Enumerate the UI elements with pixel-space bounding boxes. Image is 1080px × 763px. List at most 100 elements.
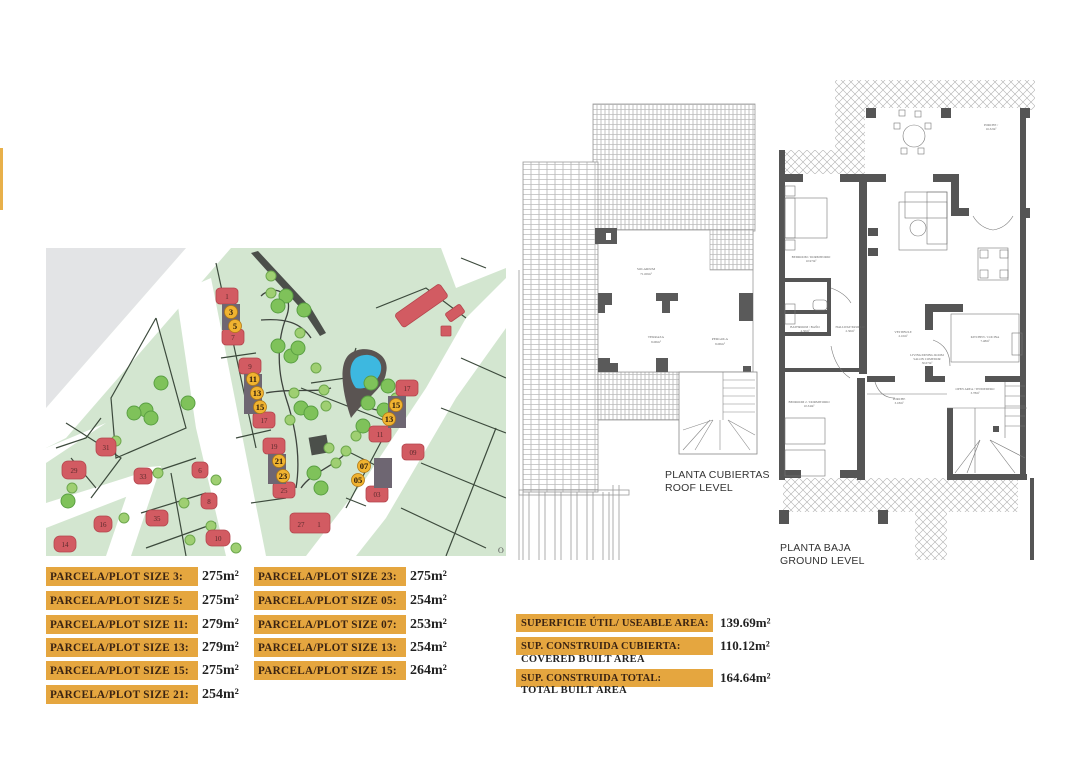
plot-size-value: 254m² bbox=[410, 592, 447, 608]
svg-text:23: 23 bbox=[279, 471, 288, 481]
plot-size-value: 279m² bbox=[202, 639, 239, 655]
svg-text:03: 03 bbox=[374, 491, 382, 499]
svg-text:33: 33 bbox=[140, 473, 148, 481]
roof-title-es: PLANTA CUBIERTAS bbox=[665, 469, 770, 481]
plot-size-label: PARCELA/PLOT SIZE 07: bbox=[254, 615, 406, 634]
useable-area-value: 139.69m² bbox=[720, 615, 771, 630]
svg-text:71.00m²: 71.00m² bbox=[640, 272, 652, 276]
plot-size-label: PARCELA/PLOT SIZE 15: bbox=[46, 661, 198, 680]
plot-size-value: 275m² bbox=[202, 662, 239, 678]
svg-text:10.97m²: 10.97m² bbox=[806, 259, 817, 263]
plot-size-value: 253m² bbox=[410, 616, 447, 632]
svg-text:9.00m²: 9.00m² bbox=[651, 340, 661, 344]
svg-text:1: 1 bbox=[317, 521, 321, 529]
plot-size-value: 264m² bbox=[410, 662, 447, 678]
svg-text:10.34m²: 10.34m² bbox=[804, 404, 815, 408]
roof-title-en: ROOF LEVEL bbox=[665, 482, 733, 494]
plot-size-row: PARCELA/PLOT SIZE 5: 275m² bbox=[46, 591, 239, 610]
plot-size-label: PARCELA/PLOT SIZE 11: bbox=[46, 615, 198, 634]
plot-size-label: PARCELA/PLOT SIZE 5: bbox=[46, 591, 198, 610]
svg-text:3.18m²: 3.18m² bbox=[894, 401, 903, 405]
plot-size-label: PARCELA/PLOT SIZE 13: bbox=[46, 638, 198, 657]
accent-bar bbox=[0, 148, 3, 210]
roof-level-title: PLANTA CUBIERTAS ROOF LEVEL bbox=[665, 469, 770, 495]
svg-text:9: 9 bbox=[248, 363, 252, 371]
svg-text:PORCHE: PORCHE bbox=[893, 397, 906, 401]
svg-text:10: 10 bbox=[215, 535, 223, 543]
svg-text:BATHROOM / BAÑO: BATHROOM / BAÑO bbox=[790, 324, 820, 329]
svg-text:BEDROOM 2 / DORMITORIO: BEDROOM 2 / DORMITORIO bbox=[788, 400, 830, 404]
plot-size-value: 254m² bbox=[202, 686, 239, 702]
svg-text:PORCHE /: PORCHE / bbox=[984, 123, 998, 127]
svg-text:LIVING/DINING ROOM: LIVING/DINING ROOM bbox=[910, 353, 944, 357]
plot-size-row: PARCELA/PLOT SIZE 11: 279m² bbox=[46, 615, 239, 634]
svg-text:3: 3 bbox=[229, 307, 233, 317]
svg-text:17: 17 bbox=[404, 385, 412, 393]
plot-size-label: PARCELA/PLOT SIZE 21: bbox=[46, 685, 198, 704]
useable-area-label: SUPERFICIE ÚTIL/ USEABLE AREA: bbox=[516, 614, 713, 632]
total-area-value: 164.64m² bbox=[720, 670, 771, 685]
svg-text:16: 16 bbox=[100, 521, 108, 529]
svg-text:TERRAZA: TERRAZA bbox=[648, 335, 665, 339]
plot-size-value: 254m² bbox=[410, 639, 447, 655]
svg-text:15: 15 bbox=[392, 400, 401, 410]
ground-level-plan: PORCHE /16.32m² BEDROOM / DORMITORIO10.9… bbox=[779, 80, 1035, 560]
plot-size-row: PARCELA/PLOT SIZE 15: 275m² bbox=[46, 661, 239, 680]
svg-text:21: 21 bbox=[275, 456, 284, 466]
svg-text:4.30m²: 4.30m² bbox=[800, 329, 809, 333]
ground-level-title: PLANTA BAJA GROUND LEVEL bbox=[780, 542, 865, 568]
plot-size-label: PARCELA/PLOT SIZE 23: bbox=[254, 567, 406, 586]
svg-text:5: 5 bbox=[233, 321, 237, 331]
svg-text:16.32m²: 16.32m² bbox=[986, 127, 997, 131]
svg-text:1: 1 bbox=[225, 293, 229, 301]
plot-size-label: PARCELA/PLOT SIZE 3: bbox=[46, 567, 198, 586]
svg-text:14: 14 bbox=[62, 541, 70, 549]
svg-text:2.30m²: 2.30m² bbox=[845, 329, 854, 333]
svg-text:17: 17 bbox=[261, 417, 269, 425]
plot-size-row: PARCELA/PLOT SIZE 13: 254m² bbox=[254, 638, 447, 657]
svg-text:8: 8 bbox=[207, 498, 211, 506]
plot-size-row: PARCELA/PLOT SIZE 3: 275m² bbox=[46, 567, 239, 586]
svg-text:SALON COMEDOR: SALON COMEDOR bbox=[913, 357, 941, 361]
plot-size-value: 275m² bbox=[202, 568, 239, 584]
svg-text:11: 11 bbox=[377, 431, 384, 439]
total-area-label: SUP. CONSTRUIDA TOTAL: bbox=[516, 669, 713, 687]
svg-text:PERGOLA: PERGOLA bbox=[712, 337, 729, 341]
svg-text:BEDROOM / DORMITORIO: BEDROOM / DORMITORIO bbox=[792, 255, 831, 259]
svg-text:09: 09 bbox=[410, 449, 418, 457]
total-area-sublabel: TOTAL BUILT AREA bbox=[521, 685, 627, 696]
plot-size-label: PARCELA/PLOT SIZE 15: bbox=[254, 661, 406, 680]
svg-text:7.48m²: 7.48m² bbox=[980, 339, 989, 343]
svg-text:30.07m²: 30.07m² bbox=[922, 361, 933, 365]
svg-text:11: 11 bbox=[249, 374, 257, 384]
plot-size-label: PARCELA/PLOT SIZE 13: bbox=[254, 638, 406, 657]
svg-text:31: 31 bbox=[103, 444, 111, 452]
svg-text:25: 25 bbox=[281, 487, 289, 495]
svg-text:35: 35 bbox=[154, 515, 162, 523]
svg-text:29: 29 bbox=[71, 467, 79, 475]
svg-text:27: 27 bbox=[298, 521, 306, 529]
plot-size-row: PARCELA/PLOT SIZE 07: 253m² bbox=[254, 615, 447, 634]
svg-text:7: 7 bbox=[231, 334, 235, 342]
svg-text:19: 19 bbox=[271, 443, 279, 451]
plot-size-row: PARCELA/PLOT SIZE 13: 279m² bbox=[46, 638, 239, 657]
svg-text:OPEN AREA / TENDEDERO: OPEN AREA / TENDEDERO bbox=[956, 387, 996, 391]
covered-area-value: 110.12m² bbox=[720, 638, 770, 653]
svg-text:13: 13 bbox=[253, 388, 262, 398]
covered-area-label: SUP. CONSTRUIDA CUBIERTA: bbox=[516, 637, 713, 655]
plot-size-row: PARCELA/PLOT SIZE 15: 264m² bbox=[254, 661, 447, 680]
plot-size-label: PARCELA/PLOT SIZE 05: bbox=[254, 591, 406, 610]
svg-text:HALLWAY/PASILLO: HALLWAY/PASILLO bbox=[836, 325, 866, 329]
svg-text:15: 15 bbox=[256, 402, 265, 412]
svg-text:2.10m²: 2.10m² bbox=[898, 334, 907, 338]
svg-text:9.00m²: 9.00m² bbox=[715, 342, 725, 346]
plot-size-value: 275m² bbox=[202, 592, 239, 608]
plot-size-row: PARCELA/PLOT SIZE 23: 275m² bbox=[254, 567, 447, 586]
plot-size-row: PARCELA/PLOT SIZE 05: 254m² bbox=[254, 591, 447, 610]
svg-text:05: 05 bbox=[354, 475, 363, 485]
plot-size-value: 275m² bbox=[410, 568, 447, 584]
plot-size-value: 279m² bbox=[202, 616, 239, 632]
plot-size-row: PARCELA/PLOT SIZE 21: 254m² bbox=[46, 685, 239, 704]
